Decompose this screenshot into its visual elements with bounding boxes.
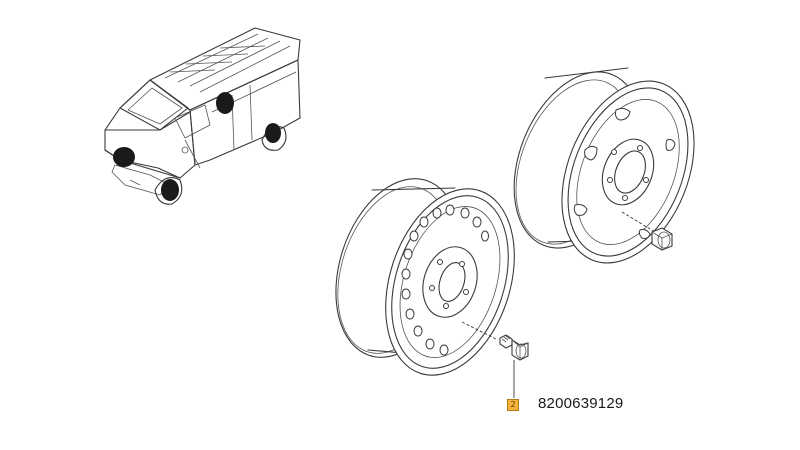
front-wheel-tire-marker [161, 179, 179, 201]
wheel-bolt-icon [499, 334, 529, 398]
van-illustration [104, 27, 301, 205]
part-number-label[interactable]: 8200639129 [538, 395, 624, 412]
front-wheel-marker [113, 147, 135, 167]
wheel-rim-rear [513, 67, 695, 264]
callout-index-badge[interactable]: 2 [507, 399, 519, 411]
rear-top-marker [216, 92, 234, 114]
wheel-nut-icon [651, 227, 673, 251]
rear-wheel-tire-marker [265, 123, 281, 143]
wheel-rim-front [335, 178, 515, 376]
